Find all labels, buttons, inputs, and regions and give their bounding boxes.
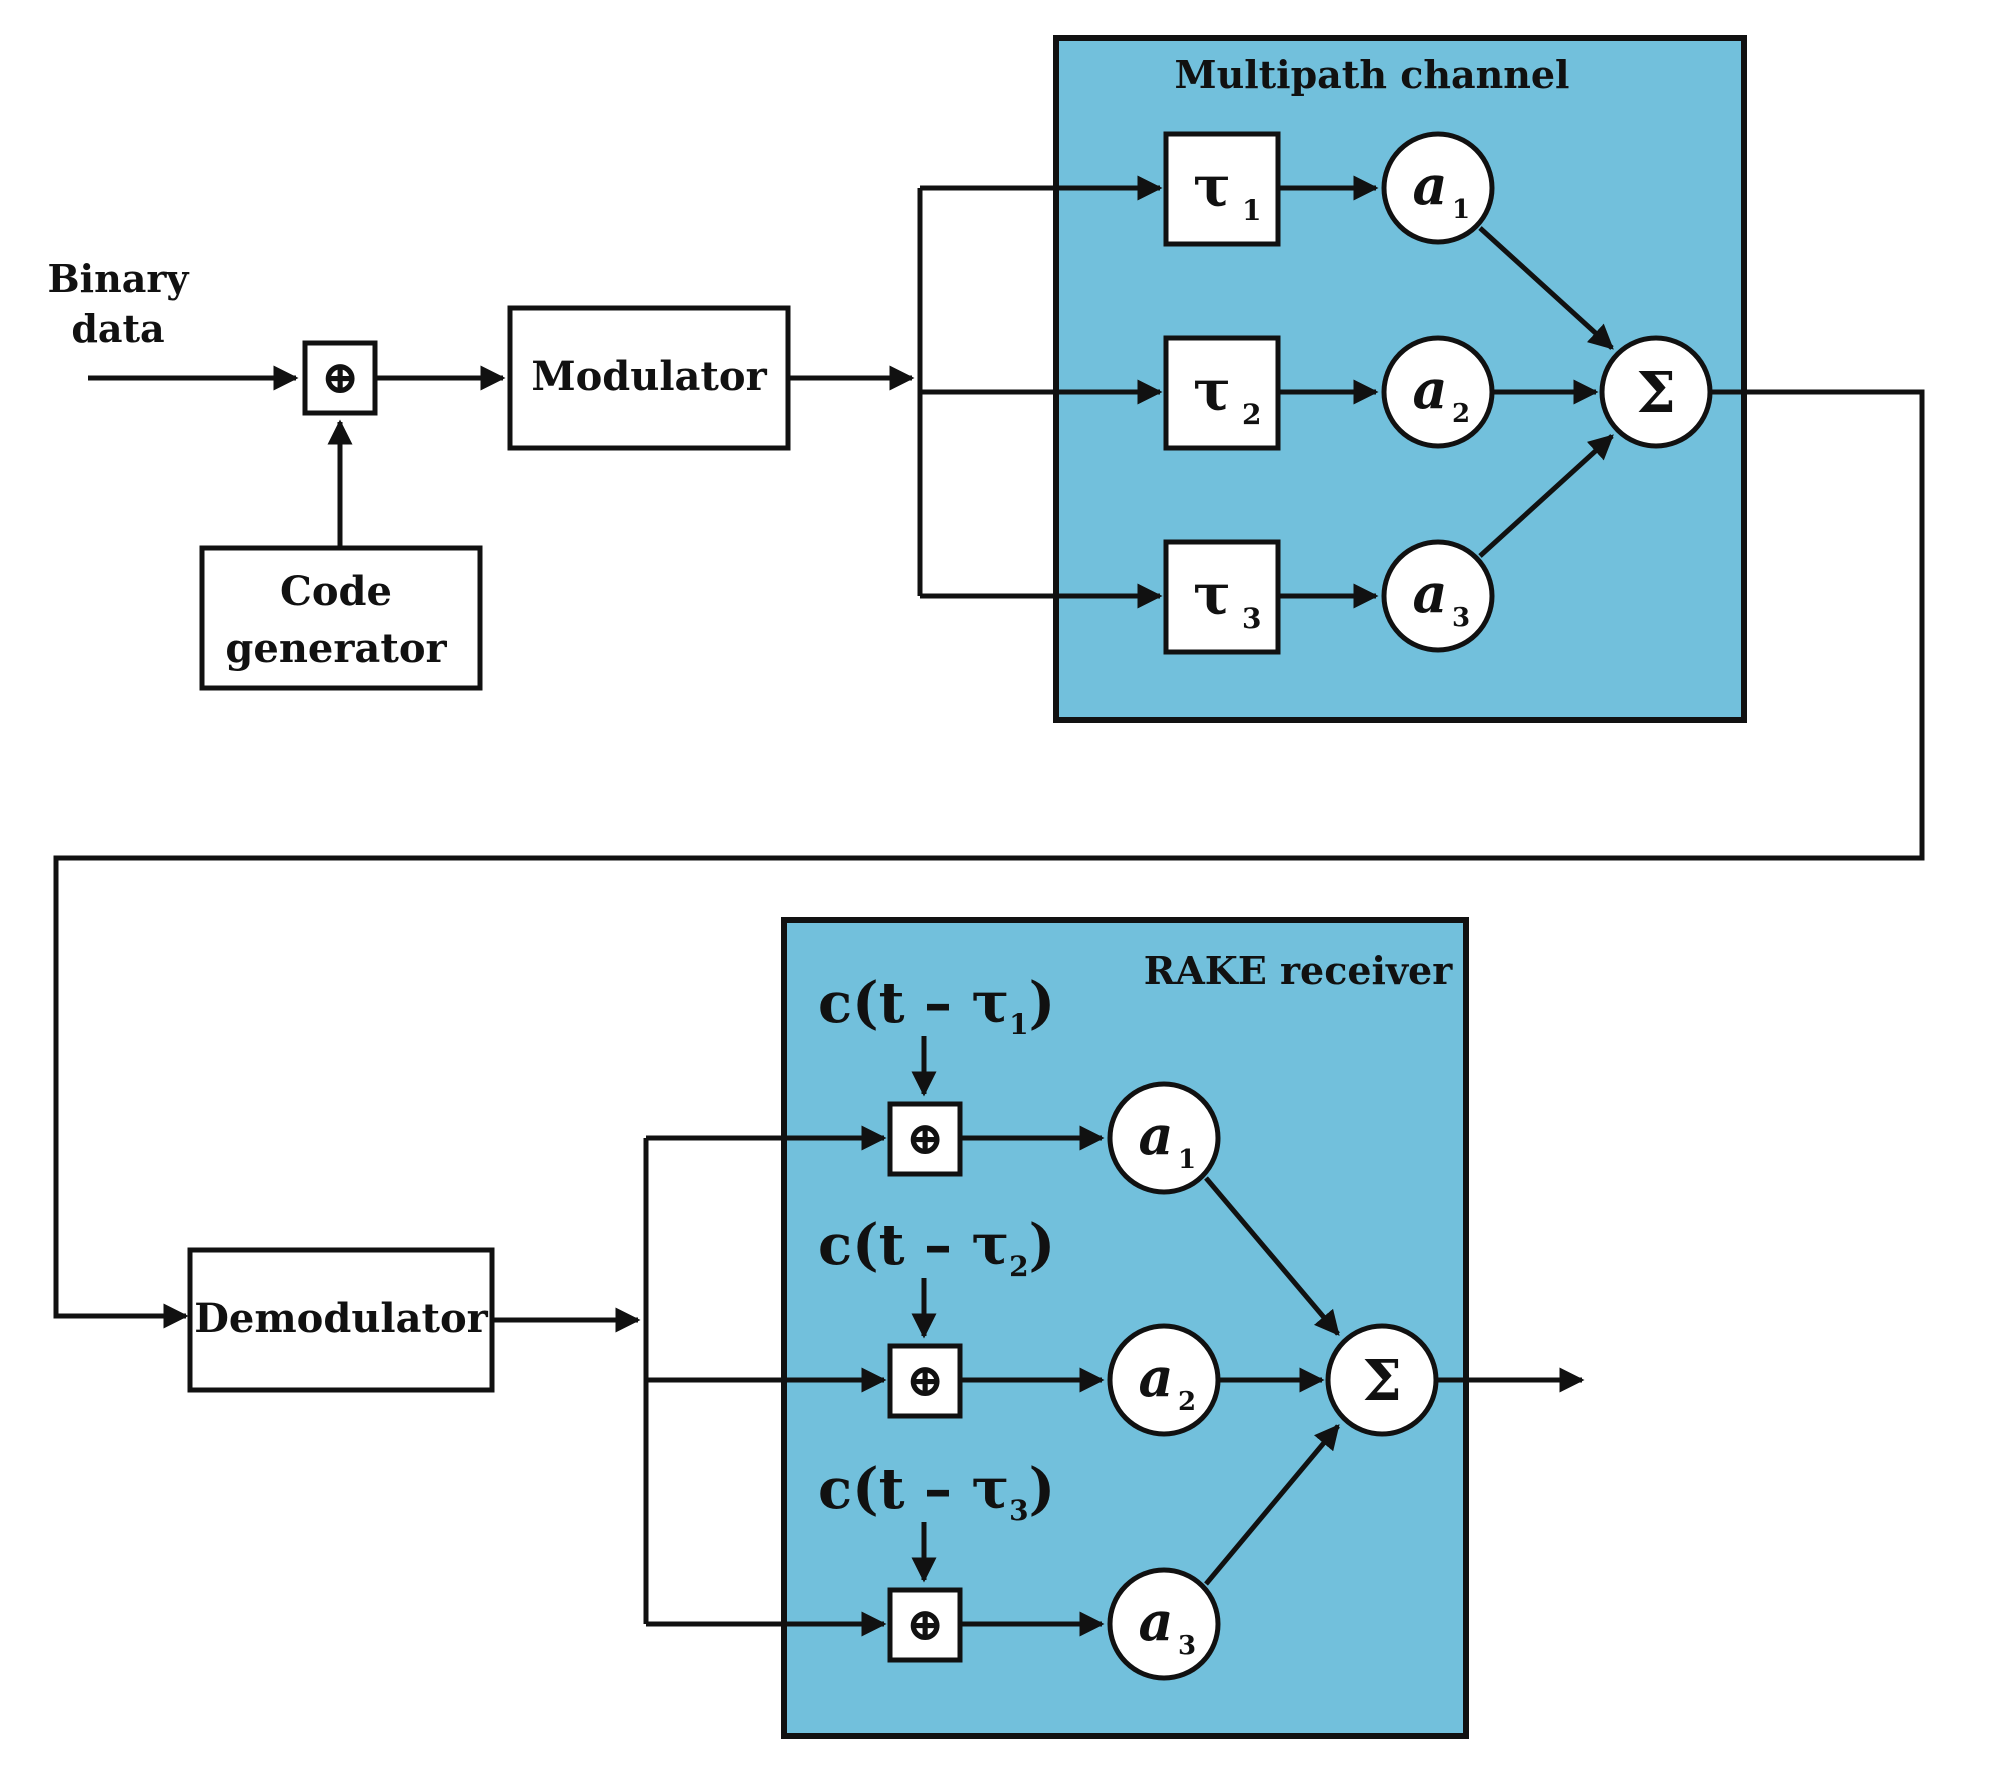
demodulator-label: Demodulator [194, 1295, 488, 1342]
spreading-xor: ⊕ [302, 340, 378, 416]
rake-gain-1-to-sum-arrow [1204, 1176, 1340, 1336]
despread-xor-2: ⊕ [887, 1343, 963, 1419]
gain-symbol: a [1413, 561, 1448, 625]
xor-symbol: ⊕ [906, 1597, 945, 1651]
rake-gain-node-2: a 2 [1107, 1323, 1221, 1437]
demodulator-block: Demodulator [187, 1247, 495, 1393]
code-reference-text: c(t – τ3) [818, 1456, 1055, 1527]
gain-node-3: a 3 [1381, 539, 1495, 653]
code-reference-text: c(t – τ1) [818, 970, 1055, 1041]
xor-symbol: ⊕ [906, 1353, 945, 1407]
gain-symbol: a [1139, 1589, 1174, 1653]
code-generator-label-line1: Code [280, 568, 392, 615]
delay-subscript: 2 [1242, 398, 1261, 431]
multipath-channel-title: Multipath channel [1175, 52, 1570, 97]
rake-summer: Σ [1325, 1323, 1439, 1437]
despread-xor-1: ⊕ [887, 1101, 963, 1177]
gain-symbol: a [1139, 1345, 1174, 1409]
xor-symbol: ⊕ [906, 1111, 945, 1165]
despread-xor-3: ⊕ [887, 1587, 963, 1663]
sum-symbol: Σ [1636, 360, 1676, 426]
delay-symbol: τ [1193, 358, 1231, 424]
gain-subscript: 1 [1178, 1145, 1196, 1175]
channel-summer: Σ [1599, 335, 1713, 449]
code-reference-label-3: c(t – τ3) [818, 1456, 1055, 1527]
rake-gain-node-3: a 3 [1107, 1567, 1221, 1681]
modulator-block: Modulator [507, 305, 791, 451]
gain-subscript: 2 [1452, 399, 1470, 429]
gain-symbol: a [1413, 153, 1448, 217]
delay-symbol: τ [1193, 562, 1231, 628]
gain-node-2: a 2 [1381, 335, 1495, 449]
delay-subscript: 3 [1242, 602, 1261, 635]
code-reference-text: c(t – τ2) [818, 1212, 1055, 1283]
gain-3-to-sum-arrow [1478, 434, 1614, 558]
modulator-label: Modulator [531, 353, 767, 400]
code-generator-label-line2: generator [225, 625, 447, 672]
rake-gain-3-to-sum-arrow [1204, 1424, 1340, 1586]
gain-node-1: a 1 [1381, 131, 1495, 245]
gain-1-to-sum-arrow [1478, 226, 1614, 350]
delay-block-2: τ 2 [1163, 335, 1281, 451]
binary-data-label-line2: data [71, 306, 164, 351]
gain-symbol: a [1139, 1103, 1174, 1167]
code-generator-block: Code generator [199, 545, 483, 691]
delay-block-1: τ 1 [1163, 131, 1281, 247]
gain-subscript: 2 [1178, 1387, 1196, 1417]
gain-subscript: 1 [1452, 195, 1470, 225]
xor-symbol: ⊕ [321, 350, 360, 404]
code-reference-label-2: c(t – τ2) [818, 1212, 1055, 1283]
gain-symbol: a [1413, 357, 1448, 421]
delay-subscript: 1 [1242, 194, 1261, 227]
rake-gain-node-1: a 1 [1107, 1081, 1221, 1195]
channel-to-demodulator-wire [53, 389, 1925, 1329]
rake-receiver-title: RAKE receiver [1144, 948, 1453, 993]
code-reference-label-1: c(t – τ1) [818, 970, 1055, 1041]
delay-symbol: τ [1193, 154, 1231, 220]
gain-subscript: 3 [1178, 1631, 1196, 1661]
gain-subscript: 3 [1452, 603, 1470, 633]
sum-symbol: Σ [1362, 1348, 1402, 1414]
binary-data-label-line1: Binary [48, 256, 190, 301]
delay-block-3: τ 3 [1163, 539, 1281, 655]
